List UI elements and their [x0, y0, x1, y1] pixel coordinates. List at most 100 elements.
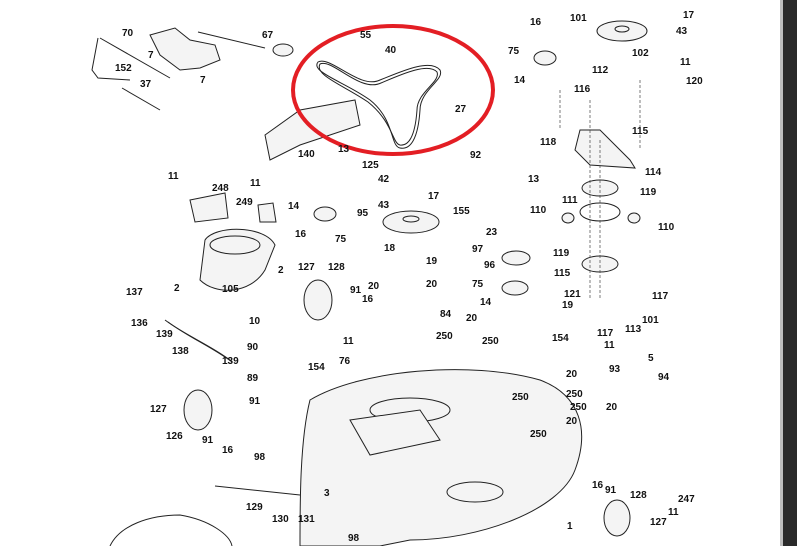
part-label-115: 115	[554, 268, 571, 279]
part-label-154: 154	[552, 333, 569, 344]
part-label-127: 127	[650, 517, 667, 528]
part-label-20: 20	[368, 281, 380, 292]
part-label-140: 140	[298, 149, 315, 160]
part-label-101: 101	[570, 13, 587, 24]
part-label-112: 112	[592, 65, 609, 76]
part-label-89: 89	[247, 373, 259, 384]
part-label-152: 152	[115, 63, 132, 74]
part-label-127: 127	[150, 404, 167, 415]
part-label-95: 95	[357, 208, 369, 219]
part-label-250: 250	[566, 389, 583, 400]
part-label-247: 247	[678, 494, 695, 505]
part-label-84: 84	[440, 309, 452, 320]
part-label-119: 119	[640, 187, 657, 198]
part-label-91: 91	[350, 285, 362, 296]
part-label-110: 110	[530, 205, 547, 216]
part-label-37: 37	[140, 79, 152, 90]
part-label-11: 11	[250, 178, 261, 189]
part-label-13: 13	[528, 174, 540, 185]
window-border	[780, 0, 783, 546]
part-label-98: 98	[348, 533, 360, 544]
knob-67	[272, 43, 294, 57]
part-label-14: 14	[480, 297, 492, 308]
chute	[109, 514, 233, 546]
part-label-136: 136	[131, 318, 148, 329]
part-label-7: 7	[148, 50, 154, 61]
part-label-40: 40	[385, 45, 397, 56]
part-label-250: 250	[436, 331, 453, 342]
part-label-250: 250	[512, 392, 529, 403]
part-label-17: 17	[683, 10, 695, 21]
part-label-118: 118	[540, 137, 557, 148]
part-label-248: 248	[212, 183, 229, 194]
part-label-91: 91	[249, 396, 261, 407]
part-label-129: 129	[246, 502, 263, 513]
part-label-20: 20	[466, 313, 478, 324]
part-label-93: 93	[609, 364, 621, 375]
idler-pulley-75	[313, 206, 337, 222]
gearbox-plate-118	[574, 129, 636, 169]
part-label-250: 250	[482, 336, 499, 347]
mower-deck-1	[299, 369, 582, 546]
part-label-75: 75	[335, 234, 347, 245]
bracket-70	[149, 27, 221, 71]
part-label-11: 11	[604, 340, 615, 351]
part-label-14: 14	[514, 75, 526, 86]
part-label-23: 23	[486, 227, 498, 238]
rod-129	[214, 485, 301, 496]
part-label-125: 125	[362, 160, 379, 171]
highlight-circle	[291, 24, 495, 156]
part-label-1: 1	[567, 521, 573, 532]
gauge-wheel-128	[303, 279, 333, 321]
cable-bracket-152	[91, 37, 131, 81]
part-label-119: 119	[553, 248, 570, 259]
part-label-138: 138	[172, 346, 189, 357]
pulley-97	[501, 250, 531, 266]
gear-110-left	[561, 212, 575, 224]
part-label-115: 115	[632, 126, 649, 137]
part-label-116: 116	[574, 84, 591, 95]
part-label-20: 20	[566, 416, 578, 427]
part-label-11: 11	[343, 336, 354, 347]
part-label-16: 16	[530, 17, 542, 28]
part-label-43: 43	[378, 200, 390, 211]
deck-bracket	[349, 409, 441, 456]
part-label-128: 128	[630, 490, 647, 501]
part-label-11: 11	[680, 57, 691, 68]
pulley-43-top	[596, 20, 648, 42]
part-label-16: 16	[592, 480, 604, 491]
part-label-17: 17	[428, 191, 440, 202]
part-label-55: 55	[360, 30, 372, 41]
part-label-105: 105	[222, 284, 239, 295]
part-label-27: 27	[455, 104, 467, 115]
part-label-16: 16	[222, 445, 234, 456]
part-label-7: 7	[200, 75, 206, 86]
part-label-249: 249	[236, 197, 253, 208]
part-label-19: 19	[562, 300, 574, 311]
part-label-97: 97	[472, 244, 484, 255]
part-label-130: 130	[272, 514, 289, 525]
part-label-20: 20	[426, 279, 438, 290]
shield-248	[189, 192, 229, 223]
spindle-cover-105	[199, 228, 276, 291]
part-label-121: 121	[564, 289, 581, 300]
part-label-94: 94	[658, 372, 670, 383]
part-label-43: 43	[676, 26, 688, 37]
part-label-90: 90	[247, 342, 259, 353]
part-label-2: 2	[174, 283, 180, 294]
part-label-120: 120	[686, 76, 703, 87]
idler-pulley-75-mid	[501, 280, 529, 296]
part-label-11: 11	[668, 507, 679, 518]
part-label-250: 250	[530, 429, 547, 440]
gear-110-right	[627, 212, 641, 224]
gauge-wheel-126	[183, 389, 213, 431]
part-label-110: 110	[658, 222, 675, 233]
part-label-16: 16	[295, 229, 307, 240]
part-label-101: 101	[642, 315, 659, 326]
part-label-5: 5	[648, 353, 654, 364]
part-label-113: 113	[625, 324, 642, 335]
gear-119-lower	[581, 255, 619, 273]
part-label-91: 91	[202, 435, 214, 446]
part-label-117: 117	[597, 328, 614, 339]
